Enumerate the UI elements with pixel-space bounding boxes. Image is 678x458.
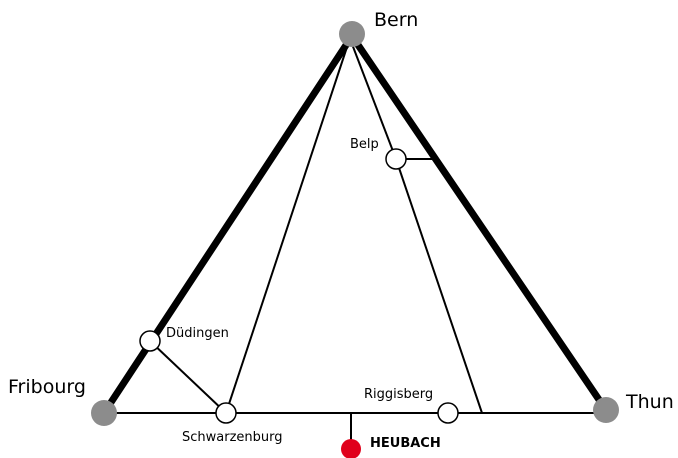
route-dudingen-schwarzenburg (149, 340, 227, 414)
station-riggisberg[interactable] (437, 402, 459, 424)
route-bern-schwarzenburg (225, 43, 349, 414)
label-dudingen: Düdingen (166, 326, 229, 341)
route-belp-riggisberg (395, 158, 483, 414)
route-bern-fribourg (100, 32, 356, 417)
station-thun[interactable] (593, 397, 619, 423)
station-schwarzenburg[interactable] (215, 402, 237, 424)
label-schwarzenburg: Schwarzenburg (182, 430, 283, 445)
station-fribourg[interactable] (91, 400, 117, 426)
label-bern: Bern (374, 9, 418, 31)
station-dudingen[interactable] (139, 330, 161, 352)
label-heubach: HEUBACH (370, 436, 441, 451)
route-bern-thun (348, 32, 610, 414)
station-belp[interactable] (385, 148, 407, 170)
label-belp: Belp (350, 137, 379, 152)
label-fribourg: Fribourg (8, 376, 86, 398)
label-thun: Thun (625, 391, 674, 413)
station-heubach[interactable] (341, 439, 361, 458)
label-riggisberg: Riggisberg (364, 387, 433, 402)
route-bern-belp (351, 43, 397, 160)
station-bern[interactable] (339, 21, 365, 47)
